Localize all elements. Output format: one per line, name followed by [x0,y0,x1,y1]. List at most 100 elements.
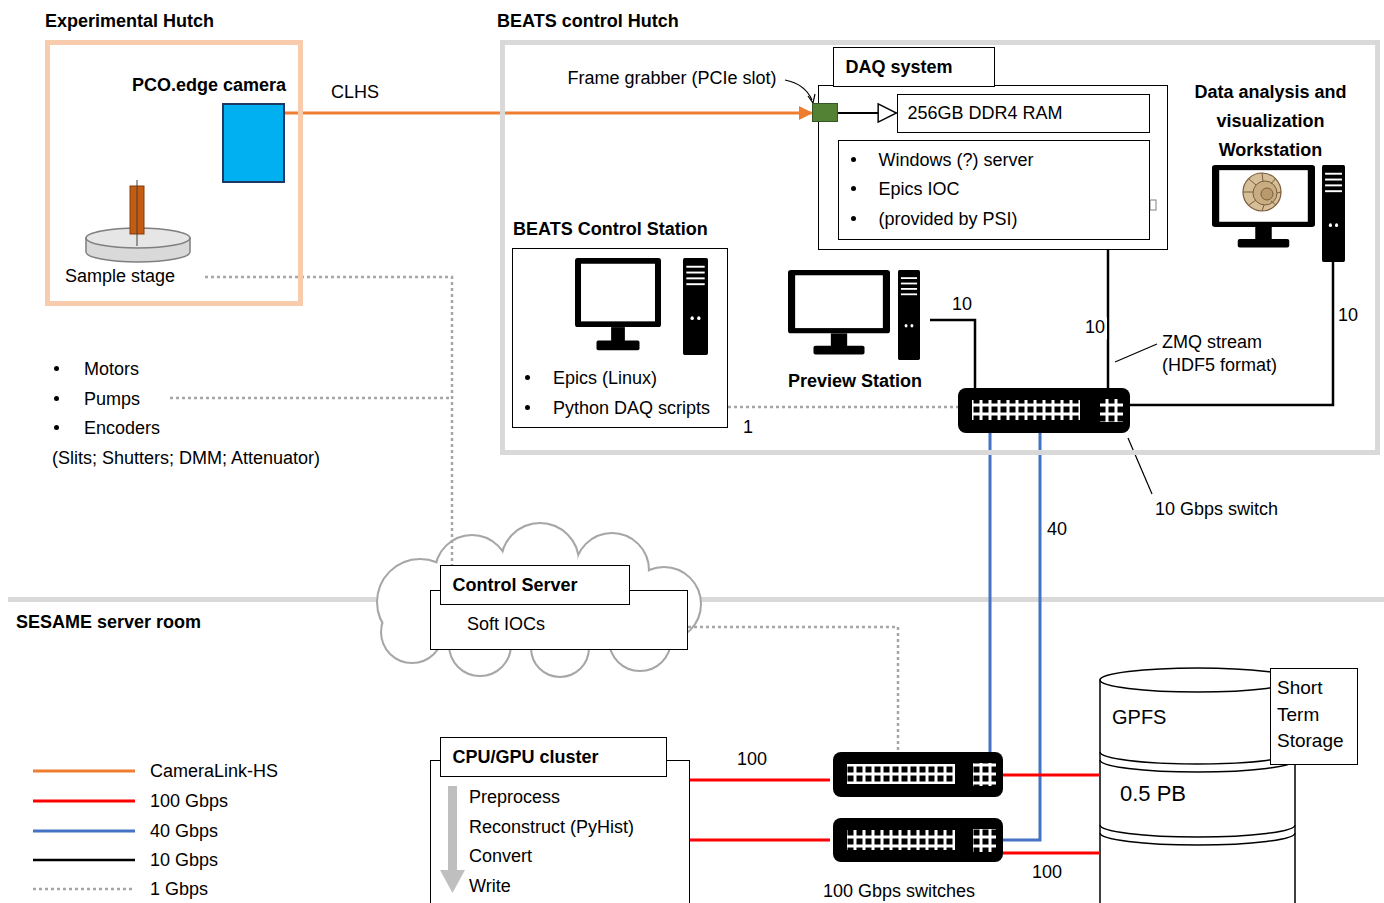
legend-row: 100 Gbps [30,789,228,813]
region-title: BEATS control Hutch [497,10,679,33]
station-title: Data analysis and visualization Workstat… [1183,78,1358,164]
connector [989,433,992,752]
workstation: Data analysis and visualization Workstat… [1183,78,1358,262]
link-speed-label: 10 [1083,317,1107,339]
connector [688,627,898,752]
link-speed-label: 10 [1336,305,1360,327]
storage-tag-text: Short Term Storage [1277,675,1351,755]
connector [930,320,975,388]
link-speed-label: 100 [1030,862,1064,884]
legend-text: 10 Gbps [150,849,218,872]
cloud-outline [378,524,700,676]
process-step: Reconstruct (PyHist) [469,813,681,843]
computer-monitor [788,270,890,354]
connector [690,779,830,782]
link-speed-label: 100 [735,749,769,771]
legend-text: 40 Gbps [150,820,218,843]
sample-stage-drawing [86,180,190,262]
computer-tower [683,258,708,355]
network-switch [958,388,1130,433]
connector [1003,774,1100,777]
box-heading: Control Server [440,565,630,605]
hutch-region: Experimental HutchPCO.edge cameraSample … [45,40,303,306]
bullet-item: (provided by PSI) [839,208,1149,231]
legend-line [33,800,135,803]
legend-line [33,770,135,773]
storage-tag: Short Term Storage [1270,668,1358,765]
box-heading: CPU/GPU cluster [440,737,667,777]
connector [205,277,452,590]
frame-grabber-card: Frame grabber (PCIe slot) [812,103,838,122]
link-speed-label: CLHS [329,82,381,104]
switch-label: 100 Gbps switches [823,880,975,903]
note-text: (Slits; Shutters; DMM; Attenuator) [52,447,320,470]
process-step: Preprocess [469,783,681,813]
daq-box: DAQ systemFrame grabber (PCIe slot)256GB… [818,85,1168,250]
legend-row: 40 Gbps [30,819,218,843]
link-speed-label: 40 [1045,519,1069,541]
switch-label: 10 Gbps switch [1155,498,1278,521]
bullet-item: Epics (Linux) [513,367,727,390]
network-switch [833,752,1003,797]
bullet-item: Epics IOC [839,178,1149,201]
process-step: Write [469,872,681,902]
computer-monitor [575,258,661,350]
preview-station: Preview Station [780,268,930,392]
legend-line [33,830,135,833]
storage-size: 0.5 PB [1120,780,1186,808]
connector [838,112,897,114]
station-title: Preview Station [780,370,930,393]
legend-line [33,859,135,862]
cluster-box: CPU/GPU clusterPreprocessReconstruct (Py… [430,760,690,903]
leader-line [1115,344,1157,362]
connector [1130,262,1333,405]
legend-swatch [30,789,140,813]
bullet-item: Pumps [48,388,140,411]
legend-text: CameraLink-HS [150,760,278,783]
server-box: Windows (?) serverEpics IOC (provided by … [838,140,1150,240]
process-flow-arrow [440,786,465,893]
computer-tower [898,270,920,360]
bullet-item: Windows (?) server [839,149,1149,172]
bullet-item: Motors [48,358,139,381]
link-speed-label: 1 [741,417,755,439]
link-speed-label: 10 [950,294,974,316]
region-title: Experimental Hutch [45,10,214,33]
camera-box: PCO.edge camera [222,103,285,183]
legend-swatch [30,848,140,872]
region-title: SESAME server room [16,611,201,634]
network-switch [833,818,1003,862]
switch-body: 10 Gbps switch [958,388,1130,433]
leader-line [785,80,812,100]
legend-line [33,888,135,891]
storage-name: GPFS [1112,705,1166,730]
leader-line [1128,438,1152,494]
switch-group: 100 Gbps switches [830,752,1003,903]
bullet-item: Python DAQ scripts [513,397,727,420]
storage-cylinder [1100,668,1295,903]
process-step: Convert [469,842,681,872]
legend-row: 1 Gbps [30,877,208,901]
stage-label-box: Sample stage [65,265,205,294]
field-bus-line [170,397,452,400]
station-title: BEATS Control Station [513,218,708,241]
memory-box: 256GB DDR4 RAM [897,94,1150,133]
connector [1003,433,1040,840]
storage: GPFS 0.5 PB [1100,668,1270,903]
connector [1003,852,1100,855]
computer-monitor [1212,165,1315,248]
camera-title: PCO.edge camera [132,74,286,97]
body-text: Soft IOCs [467,613,679,636]
memory-label: 256GB DDR4 RAM [908,102,1139,125]
legend-swatch [30,759,140,783]
connector [728,406,958,409]
frame-grabber-label: Frame grabber (PCIe slot) [568,67,777,90]
stream-note: ZMQ stream (HDF5 format) [1162,331,1307,376]
control-server-box: Control ServerSoft IOCs [430,590,688,650]
connector [1107,250,1110,388]
box-heading: DAQ system [833,47,995,87]
legend-swatch [30,819,140,843]
station-box: BEATS Control StationEpics (Linux)Python… [512,248,728,428]
legend-row: 10 Gbps [30,848,218,872]
legend-swatch [30,877,140,901]
